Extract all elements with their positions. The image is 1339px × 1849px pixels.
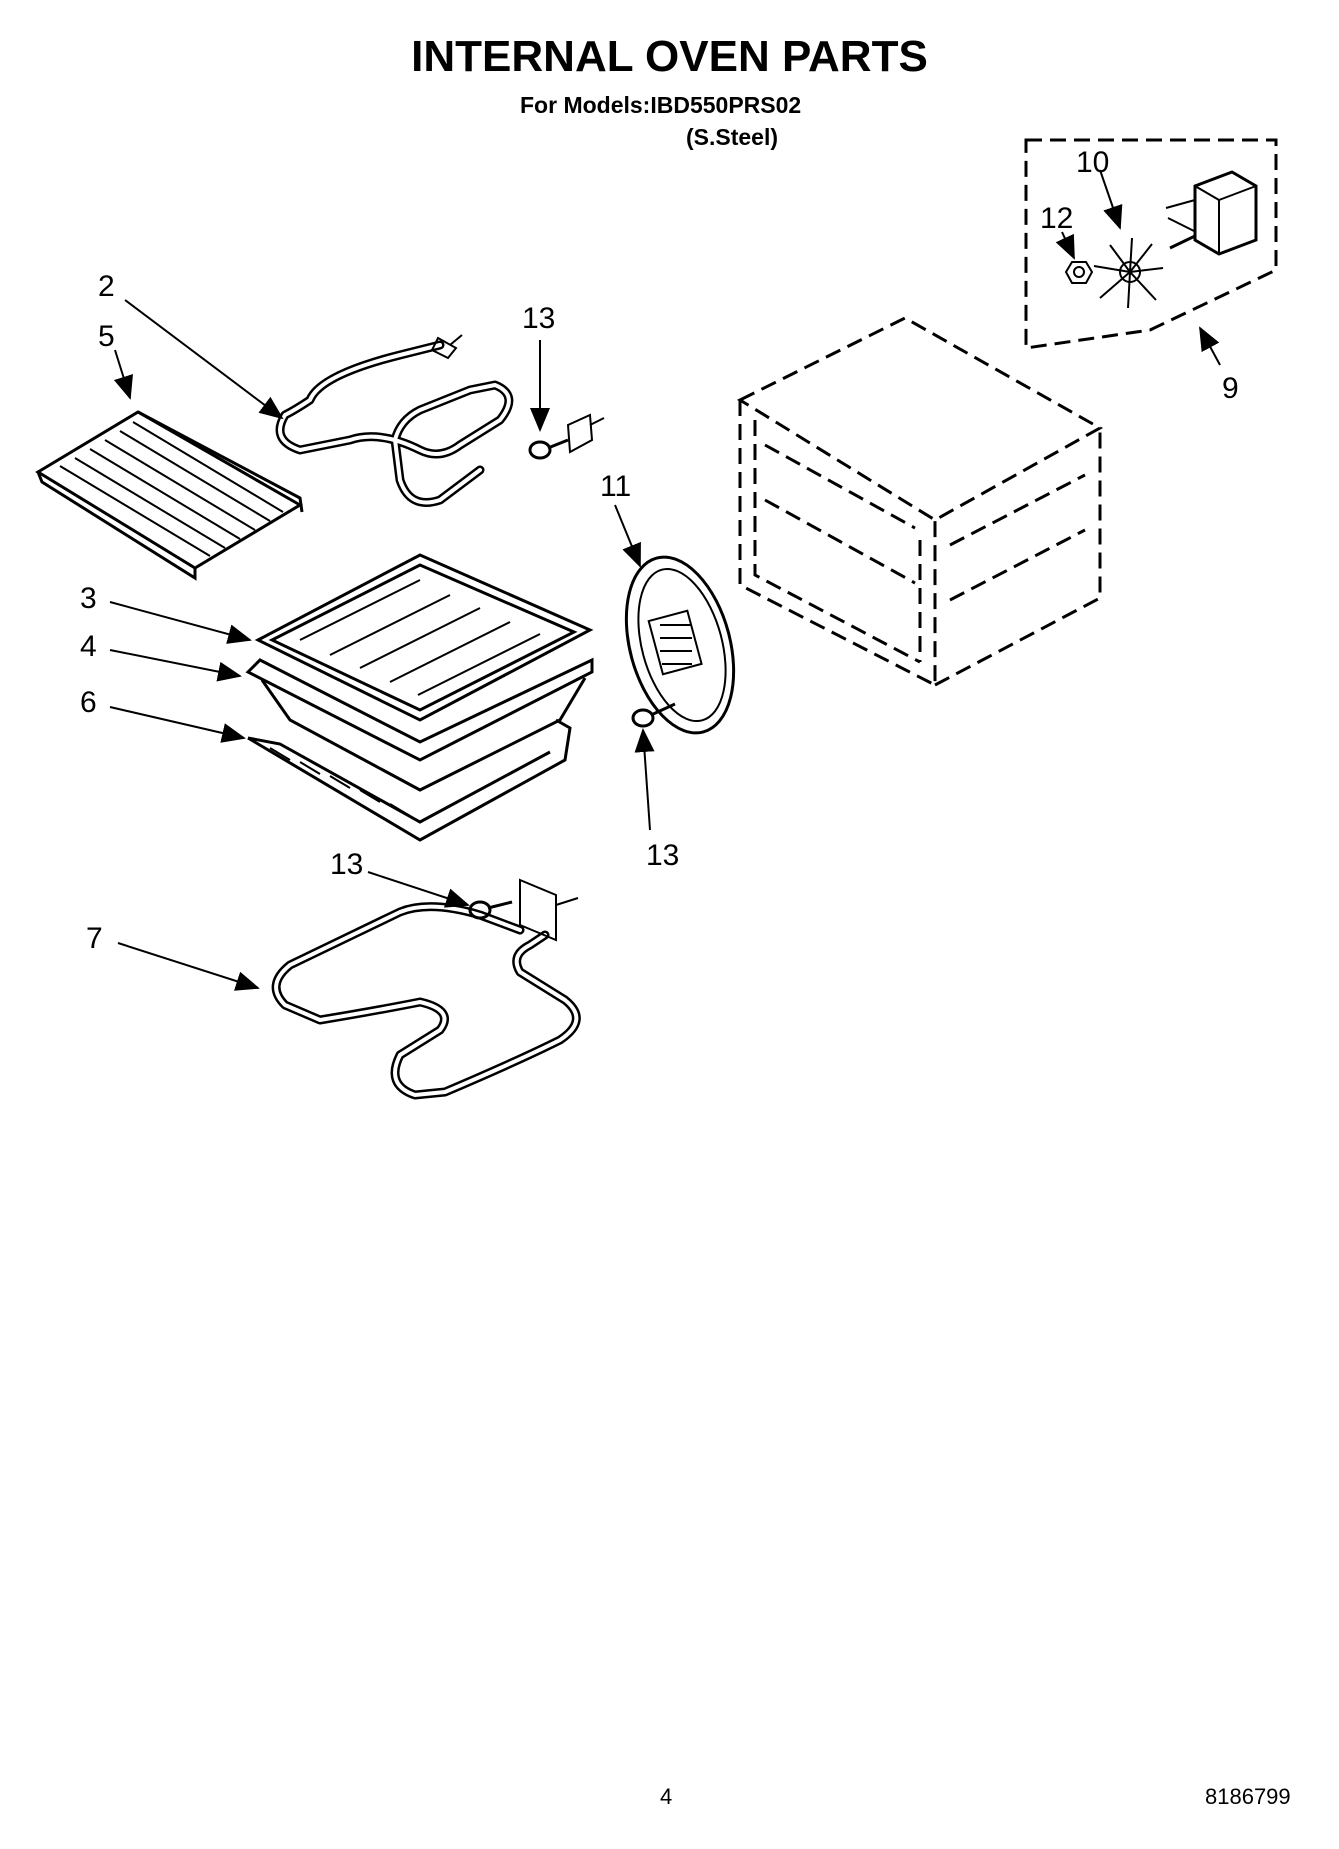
page-number: 4 xyxy=(660,1784,673,1809)
callout-numbers: 2 5 13 11 3 4 6 13 13 7 9 10 12 xyxy=(80,146,1239,955)
callout-3: 3 xyxy=(80,582,97,615)
callout-4: 4 xyxy=(80,630,97,663)
part-13-screw-middle xyxy=(631,702,676,728)
part-9-convection-kit xyxy=(1024,138,1278,350)
finish-label: (S.Steel) xyxy=(686,124,779,150)
part-6-tray xyxy=(247,718,572,842)
part-10-fan-blade xyxy=(1093,237,1164,309)
convection-motor xyxy=(1165,170,1258,256)
callout-2: 2 xyxy=(98,270,115,303)
part-2-broil-element xyxy=(275,334,514,507)
part-13-screw-lower xyxy=(468,900,513,920)
callout-13-lower: 13 xyxy=(330,848,363,881)
callout-7: 7 xyxy=(86,922,103,955)
models-label: For Models:IBD550PRS02 xyxy=(520,92,802,118)
callout-11: 11 xyxy=(600,470,631,503)
callout-5: 5 xyxy=(98,320,115,353)
callout-10: 10 xyxy=(1076,146,1109,179)
callout-12: 12 xyxy=(1040,202,1073,235)
callout-6: 6 xyxy=(80,686,97,719)
page-title: INTERNAL OVEN PARTS xyxy=(411,32,928,81)
part-11-fan-cover xyxy=(624,555,736,735)
callout-13-top: 13 xyxy=(522,302,555,335)
document-number: 8186799 xyxy=(1205,1784,1291,1809)
part-13-screw-upper xyxy=(528,413,605,460)
part-4-broil-pan xyxy=(245,657,594,792)
oven-cavity-reference xyxy=(736,316,1104,688)
leader-lines xyxy=(109,169,1221,991)
part-12-nut xyxy=(1064,261,1094,284)
callout-13-middle: 13 xyxy=(646,839,679,872)
part-5-shield xyxy=(35,410,304,581)
part-3-broil-pan-grid xyxy=(254,553,594,722)
part-7-bake-element xyxy=(271,878,581,1100)
callout-9: 9 xyxy=(1222,372,1239,405)
